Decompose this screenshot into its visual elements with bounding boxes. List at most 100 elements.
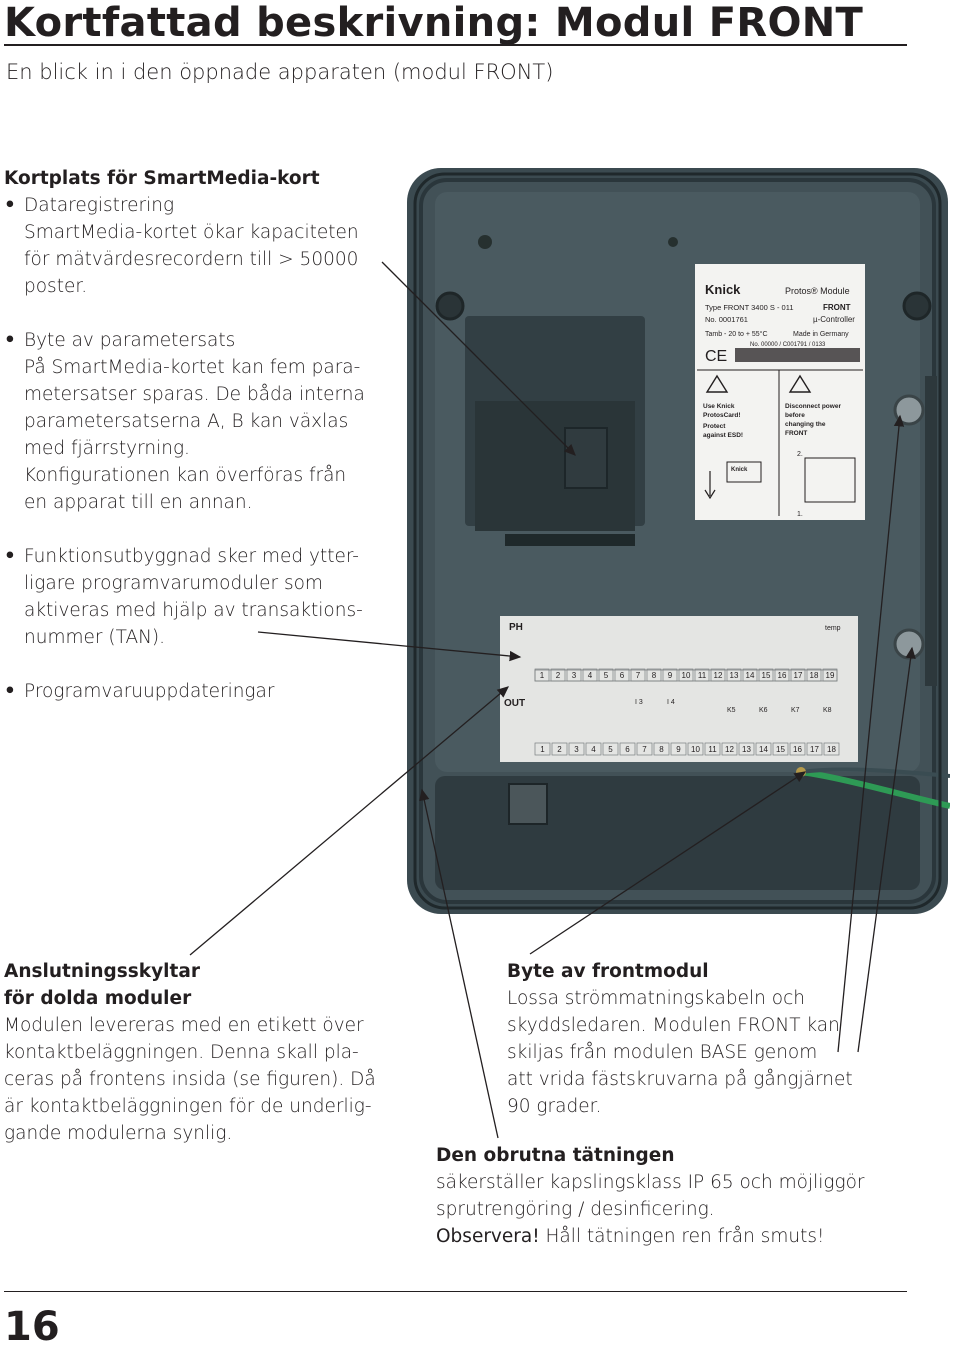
terminal-box [721, 742, 738, 756]
bullet-line: Programvaruuppdateringar [24, 681, 275, 702]
bullet-line: en apparat till en annan. [24, 492, 253, 513]
warn-left-3: against ESD! [703, 432, 743, 439]
label-ce: CE [705, 348, 727, 365]
smartmedia-section: Kortplats för SmartMedia-kort Dataregist… [4, 165, 384, 705]
anslutning-line: Modulen levereras med en etikett över [4, 1015, 364, 1036]
footer-rule [4, 1291, 907, 1292]
byte-line: 90 grader. [507, 1096, 602, 1117]
terminal-box [566, 668, 582, 682]
terminal-number: 4 [591, 745, 596, 754]
terminal-number: 14 [746, 671, 755, 680]
terminal-number: 11 [708, 745, 717, 754]
bullet-line: På SmartMedia-kortet kan fem para- [24, 357, 361, 378]
warn-left-0: Use Knick [703, 403, 735, 410]
terminal-box [755, 742, 772, 756]
anslutning-line: ceras på frontens insida (se figuren). D… [4, 1069, 376, 1090]
bullet-line: Dataregistrering [24, 195, 175, 216]
terminal-number: 7 [642, 745, 647, 754]
terminal-number: 19 [826, 671, 835, 680]
anslutning-line: är kontaktbeläggningen för de underlig- [4, 1096, 372, 1117]
terminal-box [619, 742, 636, 756]
terminal-number: 15 [776, 745, 785, 754]
label-serial: No. 00000 / C001791 / 0133 [750, 342, 826, 348]
label-no: No. 0001761 [705, 315, 748, 324]
anslutning-line: gande modulerna synlig. [4, 1123, 233, 1144]
terminal-box [694, 668, 710, 682]
terminal-box [738, 742, 755, 756]
terminal-number: 13 [730, 671, 739, 680]
terminal-number: 15 [762, 671, 771, 680]
warn-left-1: ProtosCard! [703, 412, 741, 419]
terminal-number: 12 [714, 671, 723, 680]
byte-line: Lossa strömmatningskabeln och [507, 988, 805, 1009]
terminal-box [614, 668, 630, 682]
tatning-note: Observera! Håll tätningen ren från smuts… [436, 1223, 906, 1250]
warn-right-3: FRONT [785, 430, 807, 437]
bullet-line: metersatser sparas. De båda interna [24, 384, 365, 405]
byte-line: skiljas från modulen BASE genom [507, 1042, 818, 1063]
terminal-box [646, 668, 662, 682]
device-photo: Knick Protos® Module Type FRONT 3400 S -… [407, 168, 950, 914]
terminal-box [758, 668, 774, 682]
terminal-number: 2 [557, 745, 562, 754]
terminal-box [582, 668, 598, 682]
terminal-number: 4 [588, 671, 593, 680]
out-group-i3: I 3 [635, 699, 643, 706]
ph-label: PH [509, 622, 523, 633]
terminal-box [568, 742, 585, 756]
label-barcode [735, 348, 860, 362]
lower-cavity [435, 776, 920, 890]
terminal-number: 9 [676, 745, 681, 754]
warn-right-1: before [785, 412, 805, 419]
terminal-box [636, 742, 653, 756]
label-made: Made in Germany [793, 331, 849, 338]
anslutning-heading-1: Anslutningsskyltar [4, 961, 200, 982]
smartmedia-card [564, 427, 608, 489]
label-type: Type FRONT 3400 S - 011 [705, 303, 794, 312]
terminal-number: 17 [794, 671, 803, 680]
warn-right-2: changing the [785, 421, 826, 428]
terminal-number: 1 [540, 671, 545, 680]
out-group-k7: K7 [791, 707, 800, 714]
terminal-number: 11 [698, 671, 707, 680]
out-group-k5: K5 [727, 707, 736, 714]
bullet-line: SmartMedia-kortet ökar kapaciteten [24, 222, 359, 243]
hinge-screw [893, 628, 925, 660]
terminal-box [662, 668, 678, 682]
terminal-number: 3 [574, 745, 579, 754]
terminal-box [534, 668, 550, 682]
tatning-callout: Den obrutna tätningen säkerställer kapsl… [436, 1142, 906, 1250]
label-tamb: Tamb - 20 to + 55°C [705, 330, 768, 338]
page-number: 16 [4, 1304, 60, 1350]
label-type-name: FRONT [823, 303, 851, 312]
terminal-number: 12 [725, 745, 734, 754]
temp-label: temp [825, 625, 841, 632]
terminal-number: 9 [668, 671, 673, 680]
tatning-note-strong: Observera! [436, 1226, 540, 1247]
terminal-number: 3 [572, 671, 577, 680]
terminal-number: 18 [810, 671, 819, 680]
terminal-box [534, 742, 551, 756]
page-title: Kortfattad beskrivning: Modul FRONT [4, 0, 864, 46]
terminal-box [742, 668, 758, 682]
step-1: 1. [797, 511, 803, 518]
terminal-box [710, 668, 726, 682]
hinge-screw [893, 394, 925, 426]
warning-icon [788, 374, 812, 393]
terminal-number: 6 [620, 671, 625, 680]
terminal-box [774, 668, 790, 682]
terminal-number: 10 [682, 671, 691, 680]
terminal-box [806, 668, 822, 682]
bullet-line: nummer (TAN). [24, 627, 166, 648]
terminal-box [789, 742, 806, 756]
terminal-box [687, 742, 704, 756]
cable-terminal [796, 767, 806, 777]
terminal-box [822, 668, 838, 682]
anslutning-callout: Anslutningsskyltar för dolda moduler Mod… [4, 958, 399, 1147]
slot-opening [505, 534, 635, 546]
warning-icon [705, 374, 729, 393]
warn-left-2: Protect [703, 423, 726, 430]
bullet-line: poster. [24, 276, 88, 297]
terminal-number: 2 [556, 671, 561, 680]
anslutning-line: kontaktbeläggningen. Denna skall pla- [4, 1042, 359, 1063]
